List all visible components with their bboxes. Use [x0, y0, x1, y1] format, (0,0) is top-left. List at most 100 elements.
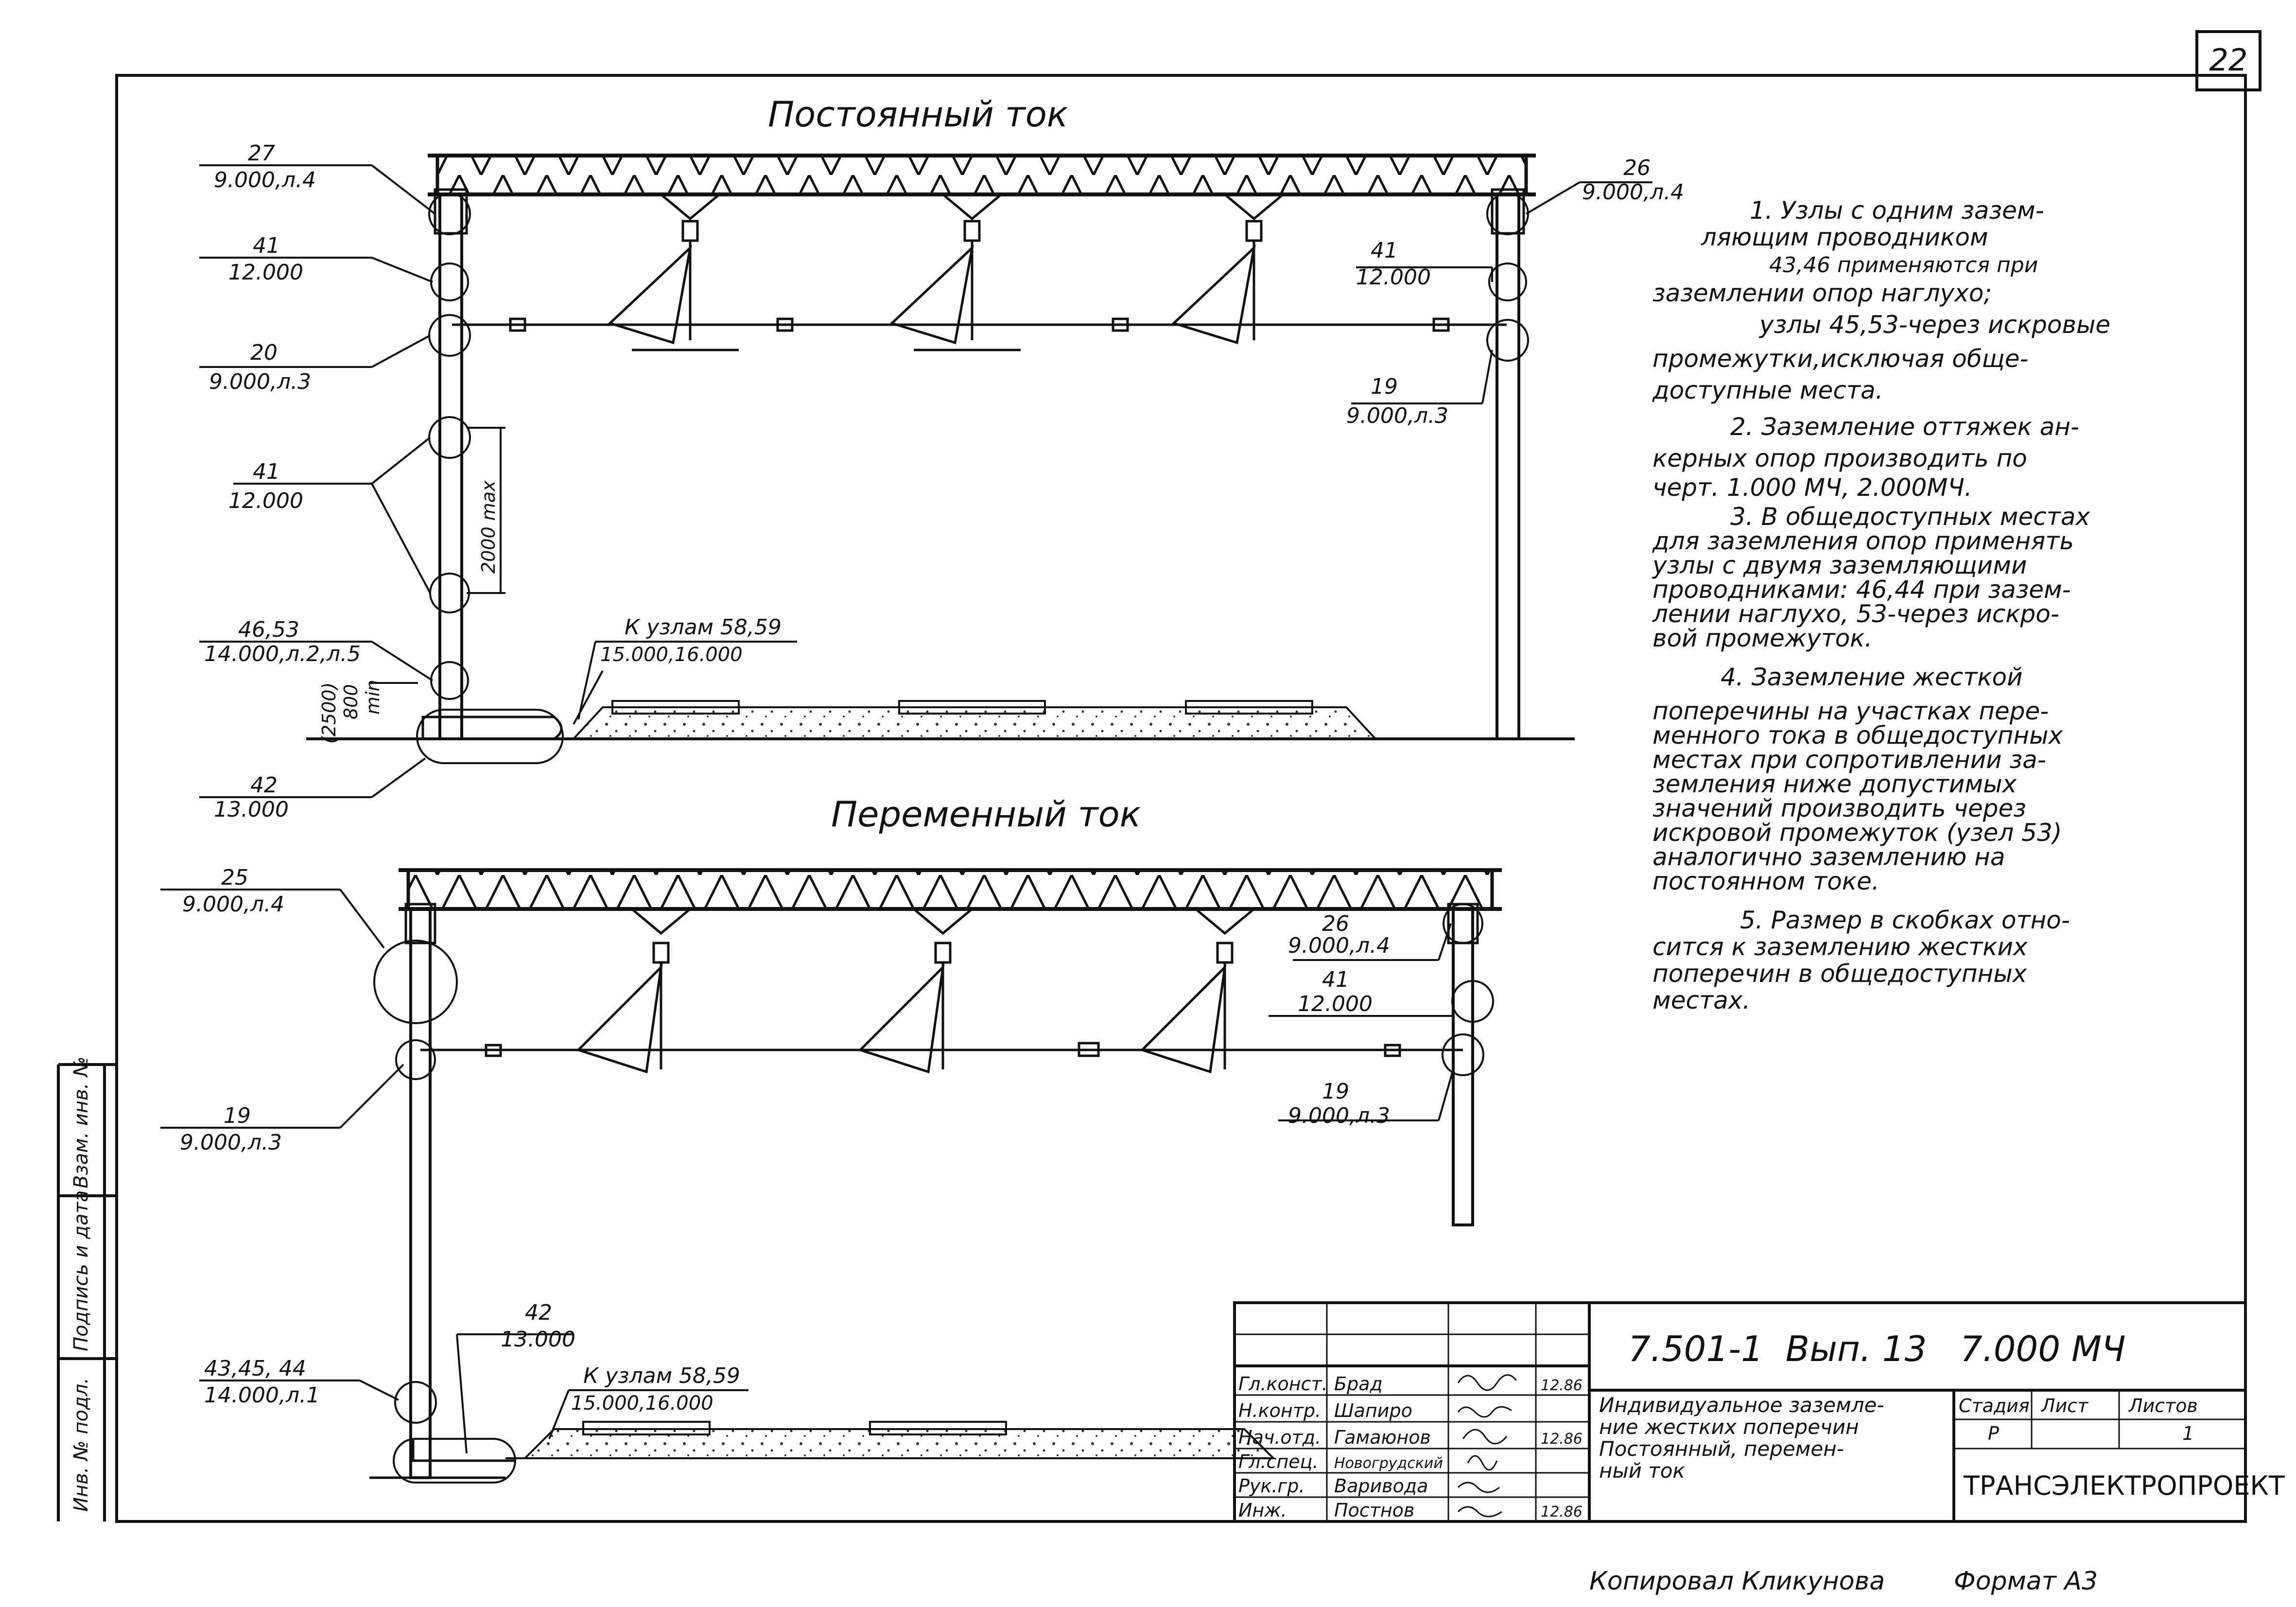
- note-line: постоянном токе.: [1652, 867, 1879, 895]
- ac-callout-ref: 9.000,л.3: [1288, 1103, 1390, 1128]
- stage-value: Р: [1988, 1423, 1999, 1444]
- title-block: 7.501-1 Вып. 13 7.000 МЧ Индивидуальное …: [1233, 1301, 2285, 1523]
- note-line: поперечин в общедоступных: [1652, 960, 2027, 988]
- note-line: аналогично заземлению на: [1652, 843, 2005, 871]
- signatures: [1457, 1374, 1517, 1518]
- left-stamp: Инв. № подл. Подпись и дата Взам. инв. №: [70, 1056, 92, 1512]
- ac-callout-num: 42: [525, 1300, 552, 1325]
- sheets-header: Листов: [2128, 1395, 2198, 1416]
- organization: ТРАНСЭЛЕКТРОПРОЕКТ: [1963, 1470, 2285, 1501]
- dc-callout-ref: 12.000: [1356, 265, 1431, 290]
- note-line: промежутки,исключая обще-: [1652, 345, 2029, 373]
- dc-truss: [435, 154, 1528, 196]
- role-date: 12.86: [1541, 1503, 1583, 1520]
- ac-callout-ref: 9.000,л.4: [1288, 933, 1390, 958]
- sheet-header: Лист: [2040, 1395, 2089, 1416]
- dc-callout-num: 41: [1371, 238, 1398, 263]
- dc-callout-ref: 9.000,л.4: [214, 168, 316, 192]
- dc-dim-min: min: [362, 680, 383, 715]
- sheet-number: 22: [2209, 42, 2248, 78]
- note-line: 43,46 применяются при: [1769, 253, 2038, 278]
- ac-right-pole: [1452, 908, 1474, 1226]
- note-line: местах.: [1652, 986, 1750, 1014]
- dc-callout-num: 41: [253, 459, 280, 484]
- note-line: 3. В общедоступных местах: [1730, 503, 2090, 531]
- ac-callout-num: 26: [1322, 911, 1349, 936]
- ac-callout-num: 25: [221, 865, 248, 890]
- ac-callout-num: 19: [224, 1103, 251, 1128]
- footer: Копировал Кликунова Формат А3: [1589, 1567, 2098, 1596]
- dc-callout-num: 46,53: [238, 617, 299, 642]
- sheet-number-box: 22: [2195, 30, 2261, 91]
- note-line: 4. Заземление жесткой: [1721, 663, 2023, 691]
- dc-callout-ref: 12.000: [228, 260, 303, 285]
- notes: 1. Узлы с одним зазем- ляющим проводнико…: [1652, 196, 2110, 1014]
- note-line: поперечины на участках пере-: [1652, 697, 2049, 725]
- title-description: ние жестких поперечин: [1599, 1415, 1859, 1439]
- title-description: Постоянный, перемен-: [1599, 1437, 1844, 1461]
- ac-to-nodes-ref: 15.000,16.000: [571, 1392, 713, 1415]
- dc-to-nodes-label: К узлам 58,59: [625, 615, 782, 640]
- role-label: Нач.отд.: [1238, 1427, 1321, 1448]
- dc-section: Постоянный ток: [199, 94, 1684, 822]
- ac-title: Переменный ток: [831, 794, 1141, 835]
- role-name: Шапиро: [1334, 1400, 1412, 1421]
- note-line: узлы с двумя заземляющими: [1652, 551, 2027, 579]
- ac-left-pole: [409, 908, 432, 1479]
- dc-callout-num: 41: [253, 233, 280, 258]
- ac-callout-ref: 9.000,л.3: [180, 1130, 282, 1155]
- note-line: узлы 45,53-через искровые: [1758, 311, 2110, 339]
- ac-callout-ref: 13.000: [501, 1327, 575, 1352]
- role-name: Гамаюнов: [1334, 1427, 1431, 1448]
- role-label: Н.контр.: [1238, 1400, 1321, 1421]
- dc-dim-2500: (2500): [318, 682, 340, 744]
- role-name: Брад: [1334, 1373, 1383, 1395]
- ac-to-nodes-label: К узлам 58,59: [583, 1363, 740, 1388]
- ac-callout-ref: 12.000: [1298, 992, 1373, 1016]
- dc-callout-ref: 9.000,л.3: [1346, 403, 1448, 428]
- dc-callout-num: 27: [248, 141, 275, 166]
- note-line: доступные места.: [1652, 376, 1883, 404]
- note-line: значений производить через: [1652, 794, 2026, 822]
- ac-section: Переменный ток: [160, 794, 1502, 1484]
- dc-callout-num: 19: [1371, 374, 1398, 399]
- dc-left-pole: [438, 193, 463, 740]
- note-line: земления ниже допустимых: [1652, 770, 2017, 798]
- note-line: 5. Размер в скобках отно-: [1740, 906, 2070, 934]
- left-stamp-inv-orig: Инв. № подл.: [70, 1378, 92, 1512]
- left-stamp-replace-inv: Взам. инв. №: [70, 1056, 92, 1188]
- dc-callout-ref: 9.000,л.3: [209, 369, 311, 394]
- note-line: менного тока в общедоступных: [1652, 721, 2063, 750]
- note-line: искровой промежуток (узел 53): [1652, 819, 2062, 847]
- dc-right-pole: [1496, 193, 1520, 740]
- dc-dim-800: 800: [340, 684, 362, 719]
- note-line: вой промежуток.: [1652, 624, 1872, 652]
- dc-callout-ref: 12.000: [228, 489, 303, 513]
- dc-callout-num: 42: [250, 773, 278, 798]
- sheet-frame: [57, 74, 2247, 1523]
- role-label: Рук.гр.: [1238, 1475, 1305, 1497]
- role-date: 12.86: [1541, 1377, 1583, 1394]
- note-line: 2. Заземление оттяжек ан-: [1730, 413, 2079, 441]
- note-line: проводниками: 46,44 при зазем-: [1652, 576, 2071, 604]
- role-name: Постнов: [1334, 1500, 1414, 1521]
- role-name: Новогрудский: [1334, 1455, 1443, 1472]
- dc-dim-2000: 2000 max: [478, 480, 499, 574]
- sheets-value: 1: [2182, 1423, 2194, 1444]
- ac-callout-num: 41: [1322, 967, 1349, 992]
- dc-callout-ref: 14.000,л.2,л.5: [204, 642, 361, 666]
- note-line: лении наглухо, 53-через искро-: [1652, 600, 2059, 628]
- copied-by: Копировал Кликунова: [1589, 1567, 1885, 1596]
- dc-title: Постоянный ток: [768, 94, 1068, 135]
- role-label: Инж.: [1238, 1500, 1287, 1521]
- dc-callout-num: 20: [250, 340, 278, 365]
- dc-to-nodes-ref: 15.000,16.000: [600, 644, 743, 666]
- note-line: сится к заземлению жестких: [1652, 933, 2028, 961]
- format: Формат А3: [1954, 1567, 2098, 1596]
- role-name: Варивода: [1334, 1475, 1428, 1497]
- note-line: черт. 1.000 МЧ, 2.000МЧ.: [1652, 473, 1972, 502]
- title-description: Индивидуальное заземле-: [1599, 1393, 1884, 1417]
- dc-callout-ref: 13.000: [214, 797, 289, 822]
- title-code: 7.501-1 Вып. 13 7.000 МЧ: [1628, 1328, 2126, 1369]
